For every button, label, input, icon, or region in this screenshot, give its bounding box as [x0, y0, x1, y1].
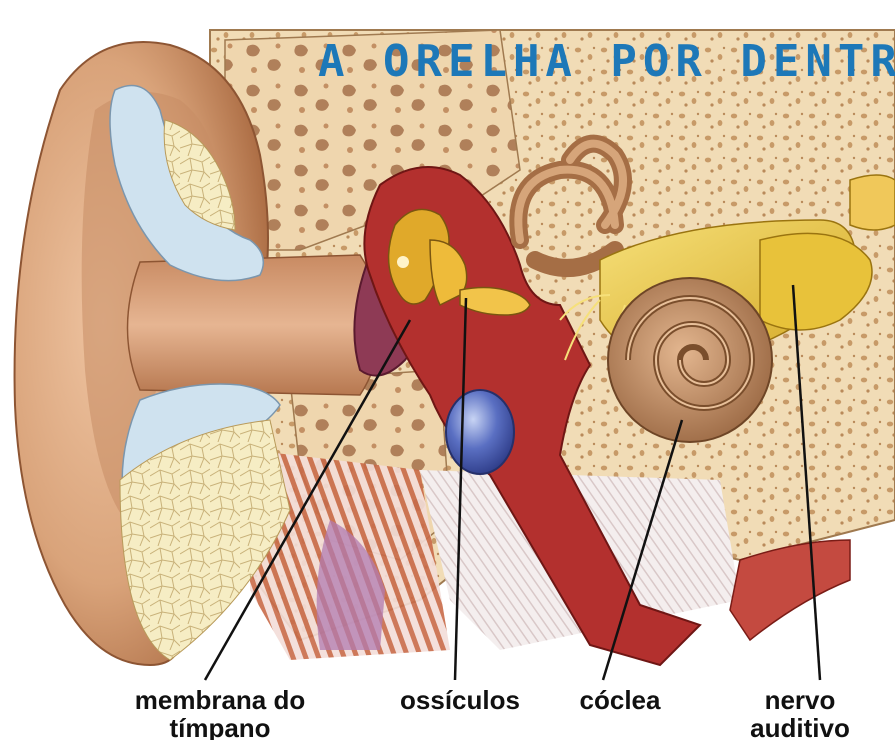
- label-nerve-line-1: nervo: [720, 686, 880, 714]
- jugular-vein: [446, 390, 514, 474]
- label-ossicles: ossículos: [380, 686, 540, 714]
- nerve-top: [850, 175, 895, 230]
- label-nerve-line-2: auditivo: [720, 714, 880, 740]
- diagram-title: A ORELHA POR DENTRO: [318, 36, 878, 87]
- label-tympanic-line-2: tímpano: [120, 714, 320, 740]
- label-cochlea: cóclea: [560, 686, 680, 714]
- label-auditory-nerve: nervo auditivo: [720, 686, 880, 740]
- label-tympanic-line-1: membrana do: [120, 686, 320, 714]
- cochlea-shape: [608, 278, 772, 442]
- label-tympanic-membrane: membrana do tímpano: [120, 686, 320, 740]
